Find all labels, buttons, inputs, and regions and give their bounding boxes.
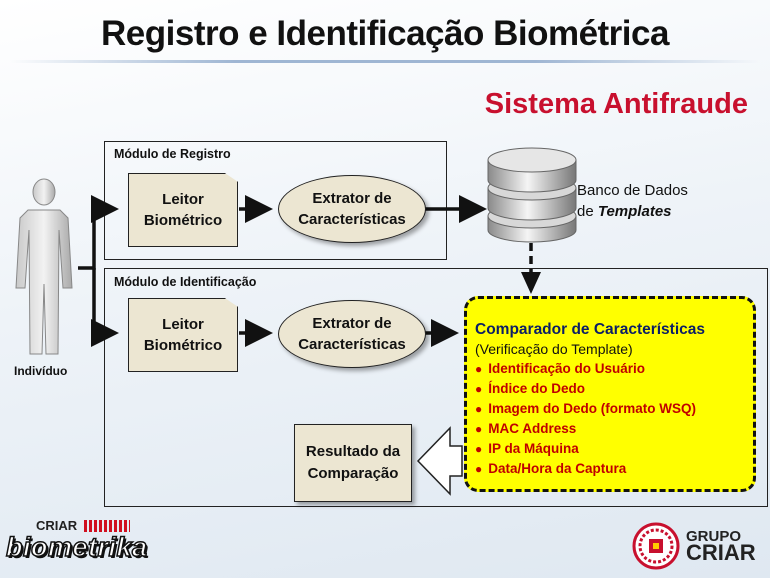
comparator-box: Comparador de Características (Verificaç… [464,296,756,492]
comparator-item: Data/Hora da Captura [475,459,753,479]
reg-extractor-line2: Características [298,211,406,228]
comparator-item: Identificação do Usuário [475,359,753,379]
reg-extractor-line1: Extrator de [312,190,392,207]
title-divider [10,60,760,63]
person-icon [15,178,73,355]
comparator-subtitle: (Verificação do Template) [475,341,633,357]
biometrika-dots-icon [84,520,130,532]
biometrika-logo-main: biometrika [5,531,148,563]
id-reader-line1: Leitor [162,316,204,333]
comparator-item: Índice do Dedo [475,379,753,399]
id-extractor-line1: Extrator de [312,315,392,332]
grupo-criar-emblem-icon [632,522,680,570]
result-box: Resultado da Comparação [294,424,412,502]
database-label-prefix: de [577,203,598,220]
database-icon [487,147,577,243]
biometrika-logo-top: CRIAR [36,518,78,533]
grupo-criar-logo: GRUPO CRIAR [632,520,762,572]
comparator-item: MAC Address [475,419,753,439]
reg-reader-line1: Leitor [162,191,204,208]
person-to-id-reader-arrow [91,268,119,347]
database-to-comparator-arrowhead [521,272,541,294]
database-label-line1: Banco de Dados [577,182,688,199]
page-subtitle: Sistema Antifraude [484,88,748,120]
person-label: Indivíduo [14,364,68,378]
grupo-criar-line2: CRIAR [686,540,756,565]
reg-reader-line2: Biométrico [143,212,223,229]
database-label: Banco de Dados de Templates [577,180,688,222]
reg-extractor-ellipse: Extrator de Características [278,175,426,243]
comparator-item: IP da Máquina [475,439,753,459]
grupo-criar-line1: GRUPO [686,528,742,545]
identification-module-label: Módulo de Identificação [114,275,257,289]
database-label-emphasis: Templates [597,203,672,220]
registration-module-label: Módulo de Registro [114,147,231,161]
result-line1: Resultado da [305,443,401,460]
result-line2: Comparação [307,465,399,482]
comparator-item: Imagem do Dedo (formato WSQ) [475,399,753,419]
biometrika-logo: CRIAR biometrika [5,518,156,574]
id-extractor-line2: Características [298,336,406,353]
id-extractor-ellipse: Extrator de Características [278,300,426,368]
comparator-list: Identificação do Usuário Índice do Dedo … [475,359,753,479]
comparator-to-result-arrow [416,426,463,496]
identification-module-box [104,268,768,507]
id-reader-line2: Biométrico [143,337,223,354]
page-title: Registro e Identificação Biométrica [101,14,669,53]
person-to-reg-reader-arrow [78,195,119,270]
comparator-title: Comparador de Características [475,321,706,338]
